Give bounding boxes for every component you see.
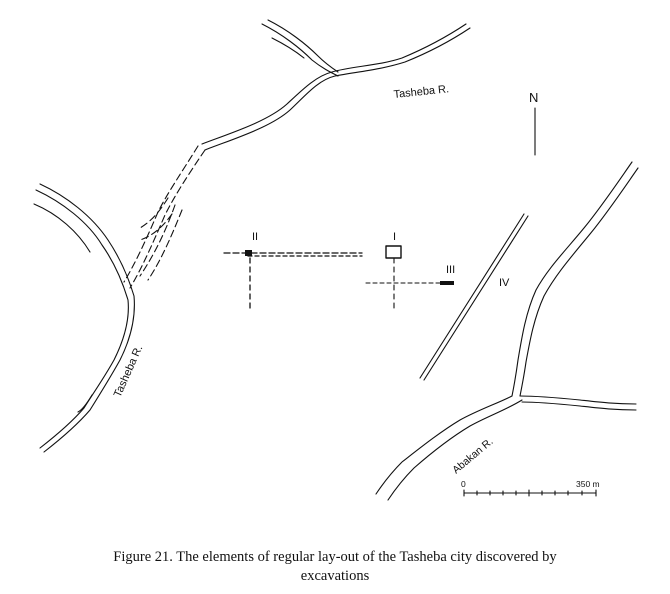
caption-line-2: excavations xyxy=(300,568,370,584)
abakan-river xyxy=(375,161,639,501)
label-tasheba-river-upper: Tasheba R. xyxy=(393,83,450,101)
site-iii-marker xyxy=(440,281,454,285)
label-site-i: I xyxy=(393,231,396,243)
site-iv-lines xyxy=(419,213,529,381)
scale-end-label: 350 m xyxy=(576,479,600,489)
tasheba-river-west xyxy=(33,183,135,453)
label-site-ii: II xyxy=(252,231,258,243)
label-tasheba-river-west: Tasheba R. xyxy=(112,343,146,399)
label-site-iii: III xyxy=(446,264,455,276)
tasheba-river-dashed-channel xyxy=(123,145,206,289)
scale-start-label: 0 xyxy=(461,479,466,489)
label-site-iv: IV xyxy=(499,277,510,289)
scale-bar xyxy=(463,489,597,497)
site-ii-lines xyxy=(223,252,363,311)
figure-caption: Figure 21. The elements of regular lay-o… xyxy=(0,548,670,586)
tasheba-river-upper xyxy=(201,19,471,151)
site-i-rectangle xyxy=(385,245,402,259)
north-label: N xyxy=(529,90,538,105)
caption-line-1: Figure 21. The elements of regular lay-o… xyxy=(113,549,557,565)
site-map: Tasheba R. Tasheba R. Abakan R. N II I I… xyxy=(33,19,639,501)
site-ii-marker xyxy=(245,250,252,256)
label-abakan-river: Abakan R. xyxy=(450,436,495,477)
